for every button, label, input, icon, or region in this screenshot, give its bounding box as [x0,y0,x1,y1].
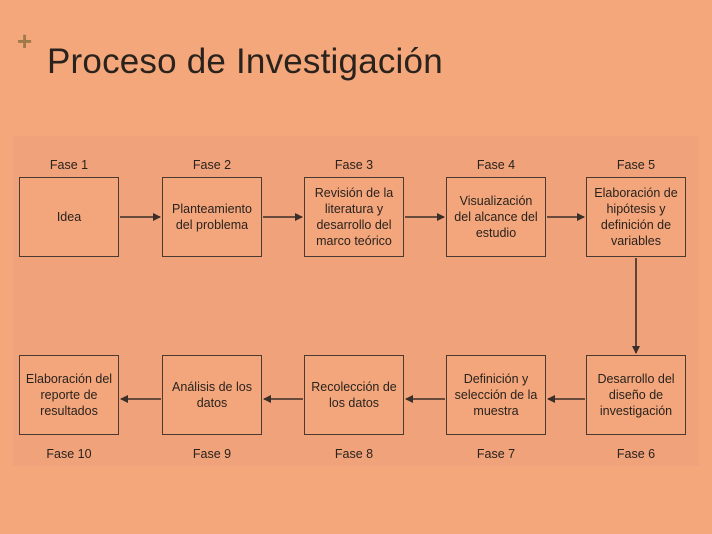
phase-box-4: Visualización del alcance del estudio [446,177,546,257]
phase-text-6: Desarrollo del diseño de investigación [597,372,675,418]
phase-box-6: Desarrollo del diseño de investigación [586,355,686,435]
phase-box-1: Idea [19,177,119,257]
phase-box-9: Análisis de los datos [162,355,262,435]
phase-label-9: Fase 9 [192,447,232,461]
phase-box-2: Planteamiento del problema [162,177,262,257]
phase-text-3: Revisión de la literatura y desarrollo d… [314,186,394,248]
phase-label-4: Fase 4 [476,158,516,172]
phase-text-5: Elaboración de hipótesis y definición de… [594,186,678,248]
phase-text-7: Definición y selección de la muestra [454,372,538,418]
bullet-plus-icon: + [17,26,33,56]
phase-box-10: Elaboración del reporte de resultados [19,355,119,435]
slide-title: Proceso de Investigación [47,42,443,81]
phase-label-6: Fase 6 [616,447,656,461]
phase-box-8: Recolección de los datos [304,355,404,435]
phase-label-7: Fase 7 [476,447,516,461]
phase-label-2: Fase 2 [192,158,232,172]
phase-box-5: Elaboración de hipótesis y definición de… [586,177,686,257]
phase-box-7: Definición y selección de la muestra [446,355,546,435]
phase-text-4: Visualización del alcance del estudio [454,194,538,240]
phase-text-1: Idea [56,210,82,224]
phase-text-9: Análisis de los datos [172,380,252,410]
phase-label-8: Fase 8 [334,447,374,461]
phase-label-10: Fase 10 [46,447,92,461]
phase-label-1: Fase 1 [49,158,89,172]
phase-label-3: Fase 3 [334,158,374,172]
phase-label-5: Fase 5 [616,158,656,172]
phase-text-2: Planteamiento del problema [172,202,252,232]
phase-text-8: Recolección de los datos [311,380,397,410]
phase-box-3: Revisión de la literatura y desarrollo d… [304,177,404,257]
phase-text-10: Elaboración del reporte de resultados [25,372,113,418]
